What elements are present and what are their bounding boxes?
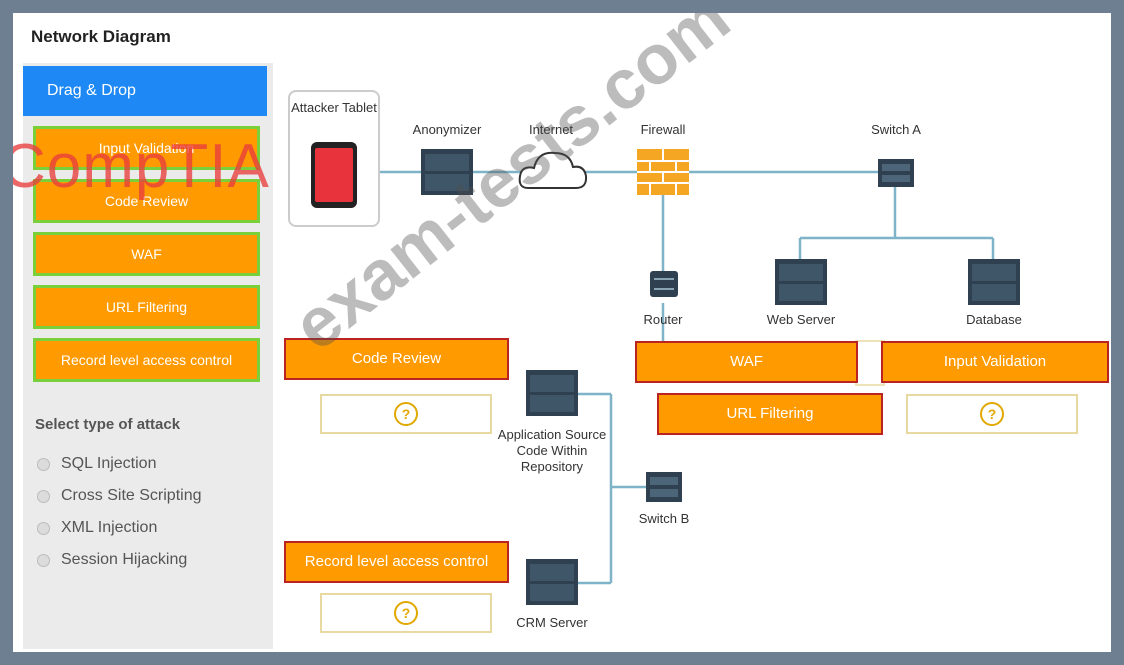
anonymizer-label: Anonymizer	[412, 122, 482, 137]
drag-item-url-filtering[interactable]: URL Filtering	[33, 285, 260, 329]
radio-label: XML Injection	[61, 519, 158, 536]
drag-drop-header: Drag & Drop	[23, 66, 267, 116]
attacker-tablet-card: Attacker Tablet	[288, 90, 380, 227]
switch-a-label: Switch A	[871, 122, 921, 137]
web-server-label: Web Server	[766, 312, 836, 327]
database-icon	[968, 259, 1020, 305]
radio-xss[interactable]: Cross Site Scripting	[37, 487, 202, 505]
drag-item-record-level[interactable]: Record level access control	[33, 338, 260, 382]
attacker-tablet-label: Attacker Tablet	[291, 100, 377, 115]
firewall-icon	[637, 149, 689, 195]
app-frame: Network Diagram Drag & Drop Input Valida…	[13, 13, 1111, 652]
radio-label: Cross Site Scripting	[61, 487, 202, 504]
drop-target-record-level[interactable]: ?	[320, 593, 492, 633]
crm-server-icon	[526, 559, 578, 605]
page-title: Network Diagram	[31, 27, 171, 46]
switch-b-icon	[646, 472, 682, 502]
zone-record-level[interactable]: Record level access control	[284, 541, 509, 583]
zone-waf[interactable]: WAF	[635, 341, 858, 383]
drag-item-waf[interactable]: WAF	[33, 232, 260, 276]
radio-sql-injection[interactable]: SQL Injection	[37, 455, 156, 473]
zone-code-review[interactable]: Code Review	[284, 338, 509, 380]
anonymizer-icon	[421, 149, 473, 195]
router-label: Router	[643, 312, 683, 327]
radio-circle[interactable]	[37, 457, 50, 471]
radio-xml-injection[interactable]: XML Injection	[37, 519, 157, 537]
radio-label: SQL Injection	[61, 455, 157, 472]
firewall-label: Firewall	[640, 122, 686, 137]
app-repo-label: Application Source Code Within Repositor…	[497, 427, 607, 474]
crm-server-label: CRM Server	[516, 615, 588, 630]
network-diagram	[380, 149, 1020, 605]
router-icon	[650, 271, 678, 297]
radio-circle[interactable]	[37, 521, 50, 535]
drop-target-input-validation[interactable]: ?	[906, 394, 1078, 434]
radio-circle[interactable]	[37, 553, 50, 567]
zone-url-filtering[interactable]: URL Filtering	[657, 393, 883, 435]
internet-cloud-icon	[518, 151, 588, 189]
drag-item-code-review[interactable]: Code Review	[33, 179, 260, 223]
question-icon: ?	[394, 601, 418, 625]
question-icon: ?	[980, 402, 1004, 426]
radio-session-hijacking[interactable]: Session Hijacking	[37, 551, 187, 569]
internet-label: Internet	[528, 122, 574, 137]
radio-circle[interactable]	[37, 489, 50, 503]
drag-item-input-validation[interactable]: Input Validation	[33, 126, 260, 170]
database-label: Database	[966, 312, 1022, 327]
drop-target-code-review[interactable]: ?	[320, 394, 492, 434]
question-icon: ?	[394, 402, 418, 426]
zone-input-validation[interactable]: Input Validation	[881, 341, 1109, 383]
switch-a-icon	[878, 159, 914, 187]
web-server-icon	[775, 259, 827, 305]
switch-b-label: Switch B	[638, 511, 690, 526]
sidebar: Drag & Drop Input Validation Code Review…	[23, 63, 273, 649]
radio-label: Session Hijacking	[61, 551, 188, 568]
zone-divider	[855, 340, 885, 386]
attack-type-heading: Select type of attack	[35, 416, 181, 433]
tablet-icon	[311, 142, 357, 208]
app-repo-server-icon	[526, 370, 578, 416]
